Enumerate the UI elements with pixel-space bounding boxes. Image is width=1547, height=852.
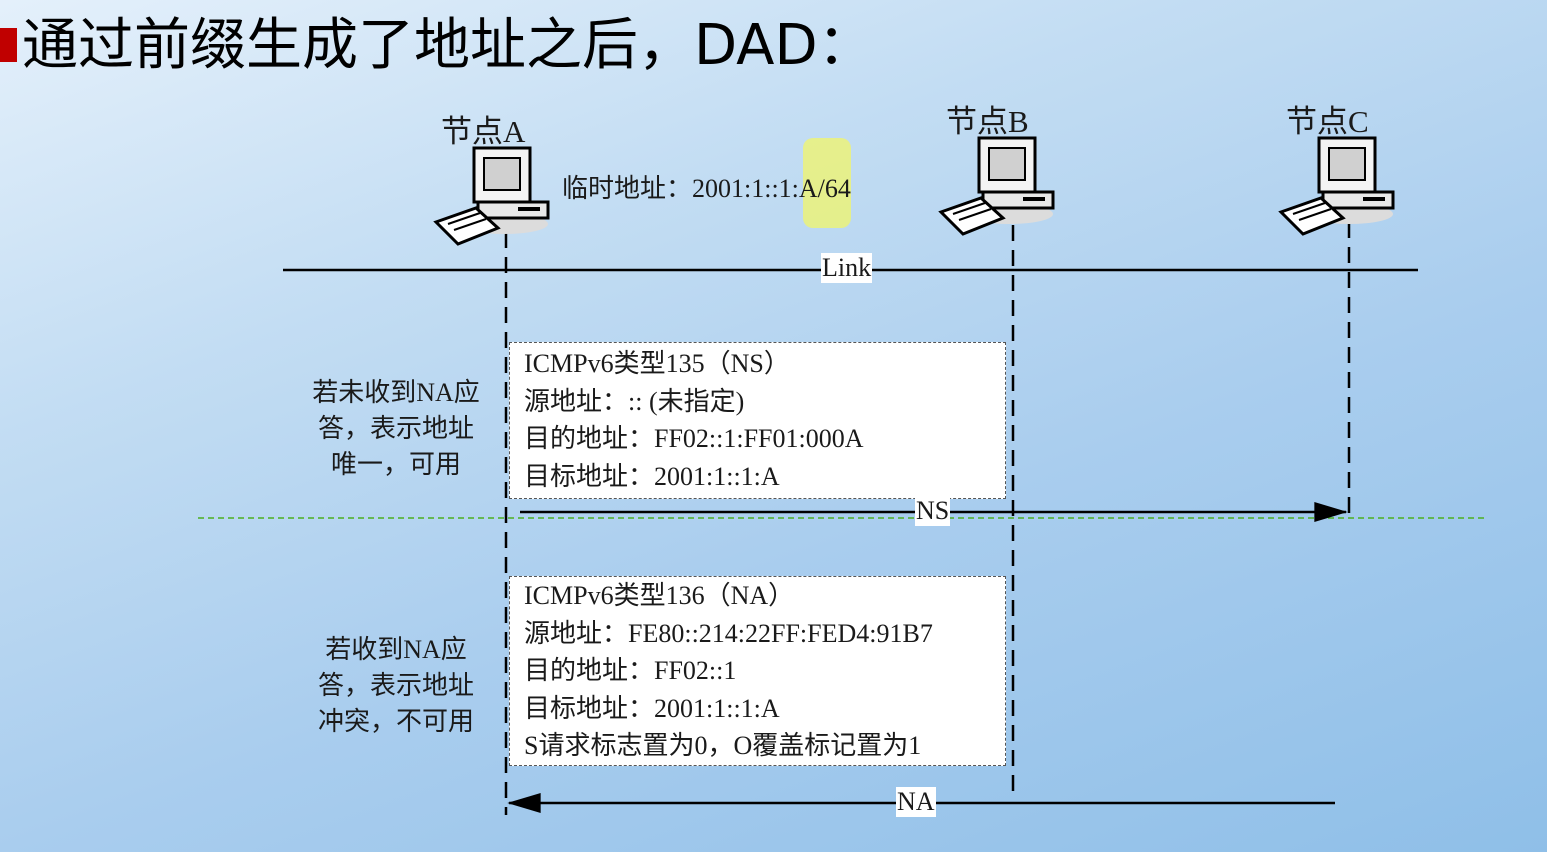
computer-icon-b — [938, 136, 1055, 236]
node-a-label: 节点A — [441, 114, 526, 149]
note-na-line-1: 若收到NA应 — [325, 635, 467, 664]
link-label: Link — [821, 253, 873, 283]
na-arrow-label: NA — [896, 787, 936, 817]
node-c-label: 节点C — [1286, 104, 1369, 139]
ns-line-target: 目标地址：2001:1::1:A — [524, 461, 780, 491]
note-no-na-line-1: 若未收到NA应 — [312, 378, 480, 407]
node-b-label: 节点B — [946, 104, 1029, 139]
ns-message-box: ICMPv6类型135（NS） 源地址：:: (未指定) 目的地址：FF02::… — [509, 342, 1006, 499]
note-na-reply: 若收到NA应 答，表示地址 冲突，不可用 — [296, 632, 496, 740]
note-na-line-2: 答，表示地址 — [317, 671, 474, 700]
note-no-na-line-3: 唯一，可用 — [330, 450, 461, 479]
note-na-line-3: 冲突，不可用 — [317, 707, 474, 736]
ns-line-type: ICMPv6类型135（NS） — [524, 349, 790, 378]
temp-address: 临时地址：2001:1::1:A/64 — [562, 174, 851, 203]
highlight-temp-address — [803, 138, 851, 228]
note-no-na-reply: 若未收到NA应 答，表示地址 唯一，可用 — [296, 375, 496, 483]
na-line-destination: 目的地址：FF02::1 — [524, 656, 737, 685]
computer-icon-a — [433, 146, 550, 246]
na-line-flags: S请求标志置为0，O覆盖标记置为1 — [524, 731, 922, 760]
na-line-source: 源地址：FE80::214:22FF:FED4:91B7 — [524, 618, 933, 648]
computer-icon-c — [1278, 136, 1395, 236]
title-bullet — [0, 28, 17, 62]
ns-line-destination: 目的地址：FF02::1:FF01:000A — [524, 424, 864, 453]
note-no-na-line-2: 答，表示地址 — [317, 414, 474, 443]
na-line-type: ICMPv6类型136（NA） — [524, 581, 795, 610]
ns-arrow-label: NS — [915, 496, 951, 526]
slide-title: 通过前缀生成了地址之后，DAD： — [22, 13, 874, 78]
na-message-box: ICMPv6类型136（NA） 源地址：FE80::214:22FF:FED4:… — [509, 576, 1006, 766]
ns-line-source: 源地址：:: (未指定) — [524, 386, 745, 416]
na-line-target: 目标地址：2001:1::1:A — [524, 693, 780, 723]
